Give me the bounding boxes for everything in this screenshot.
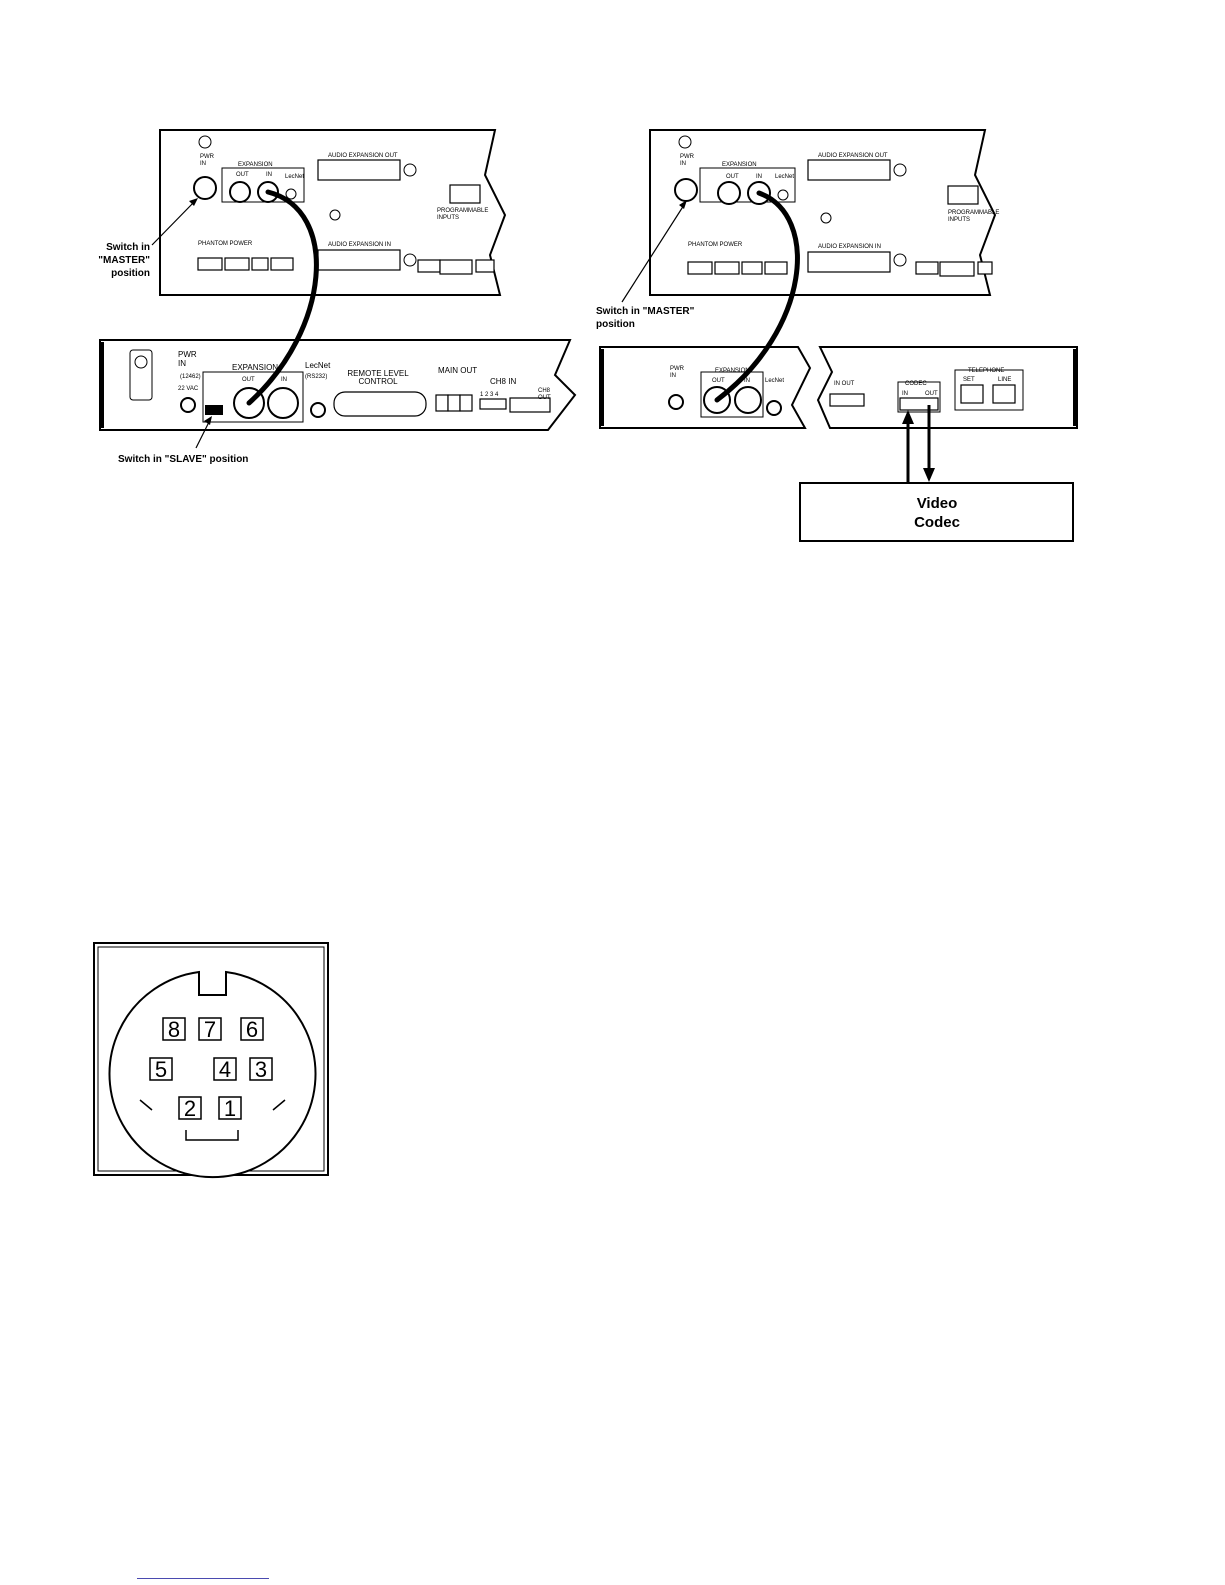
- pin-8: 8: [162, 1017, 186, 1042]
- right-second-expansion-label: EXPANSION: [715, 368, 750, 374]
- left-master-callout-text: Switch in"MASTER"position: [98, 242, 150, 279]
- right-master-phantom-label: PHANTOM POWER: [688, 242, 743, 248]
- codec-out-arrow: [923, 468, 935, 482]
- pin-4: 4: [213, 1057, 237, 1082]
- left-master-aei-port: [317, 249, 401, 271]
- left-slave-lecnet-sub: (RS232): [305, 374, 327, 380]
- left-slave-ch8-pins: 1 2 3 4: [480, 392, 499, 398]
- pin-6-label: 6: [246, 1017, 258, 1042]
- right-second-codec-out-label: OUT: [925, 391, 938, 397]
- left-slave-main-out-label: MAIN OUT: [438, 366, 477, 375]
- left-master-aei-label: AUDIO EXPANSION IN: [328, 242, 391, 248]
- right-master-in-label: IN: [756, 174, 762, 180]
- left-master-lecnet-label: LecNet: [285, 174, 304, 180]
- pin-1-label: 1: [224, 1096, 236, 1121]
- left-master-out-label: OUT: [236, 172, 249, 178]
- left-master-callout: Switch in"MASTER"position: [98, 198, 198, 279]
- right-second-tel-line-jack: [992, 384, 1016, 404]
- left-expansion-cable: [246, 189, 319, 406]
- right-second-codec-terminal: [899, 397, 939, 411]
- pin-2: 2: [178, 1096, 202, 1121]
- left-slave-in-label: IN: [281, 377, 287, 383]
- left-slave-expansion-label: EXPANSION: [232, 363, 278, 372]
- right-master-lecnet-label: LecNet: [775, 174, 794, 180]
- right-master-aei-label: AUDIO EXPANSION IN: [818, 244, 881, 250]
- right-master-out-label: OUT: [726, 174, 739, 180]
- pin-4-label: 4: [219, 1057, 231, 1082]
- codec-in-arrow: [902, 410, 914, 424]
- mini-din-connector: 8 7 6 5 4 3 2 1: [93, 942, 329, 1179]
- pin-5: 5: [149, 1057, 173, 1082]
- left-slave-lecnet-label: LecNet: [305, 361, 331, 370]
- right-master-callout-text: Switch in "MASTER"position: [596, 306, 695, 330]
- right-second-tel-set-jack: [960, 384, 984, 404]
- left-slave-switch: [205, 405, 223, 415]
- left-master-expansion-label: EXPANSION: [238, 162, 273, 168]
- pin-2-label: 2: [184, 1096, 196, 1121]
- right-second-tel-set-label: SET: [963, 377, 975, 383]
- left-master-aeo-port: [317, 159, 401, 181]
- left-master-phantom-label: PHANTOM POWER: [198, 241, 253, 247]
- right-master-aeo-label: AUDIO EXPANSION OUT: [818, 153, 888, 159]
- pin-5-label: 5: [155, 1057, 167, 1082]
- pin-6: 6: [240, 1017, 264, 1042]
- pin-3: 3: [249, 1057, 273, 1082]
- right-second-codec-in-label: IN: [902, 391, 908, 397]
- left-slave-rlc-port: [333, 391, 427, 417]
- left-slave-pwr-sub: (12462): [180, 374, 201, 380]
- right-master-callout: Switch in "MASTER"position: [596, 200, 695, 330]
- right-expansion-cable: [714, 190, 800, 403]
- left-slave-callout-text: Switch in "SLAVE" position: [118, 454, 248, 465]
- footer-link-rule: [137, 1578, 269, 1579]
- left-master-aeo-label: AUDIO EXPANSION OUT: [328, 153, 398, 159]
- pin-1: 1: [218, 1096, 242, 1121]
- right-second-codec-label: CODEC: [905, 381, 927, 387]
- right-second-out-label: OUT: [712, 378, 725, 384]
- right-second-lecnet-label: LecNet: [765, 378, 784, 384]
- pin-7-label: 7: [204, 1017, 216, 1042]
- left-slave-callout: Switch in "SLAVE" position: [118, 416, 248, 465]
- pin-3-label: 3: [255, 1057, 267, 1082]
- left-slave-vac-label: 22 VAC: [178, 386, 199, 392]
- right-second-tel-line-label: LINE: [998, 377, 1011, 383]
- right-master-expansion-label: EXPANSION: [722, 162, 757, 168]
- pin-7: 7: [198, 1017, 222, 1042]
- right-second-unit-right: IN OUT CODEC IN OUT TELEPHONE SET LINE: [816, 346, 1078, 429]
- right-second-telephone-label: TELEPHONE: [968, 368, 1004, 374]
- right-second-in-label: IN: [744, 378, 750, 384]
- right-second-ch-label: IN OUT: [834, 381, 855, 387]
- left-master-in-label: IN: [266, 172, 272, 178]
- left-slave-ch8-in-label: CH8 IN: [490, 377, 516, 386]
- pin-8-label: 8: [168, 1017, 180, 1042]
- left-slave-out-label: OUT: [242, 377, 255, 383]
- codec-signal-arrows: [902, 405, 935, 483]
